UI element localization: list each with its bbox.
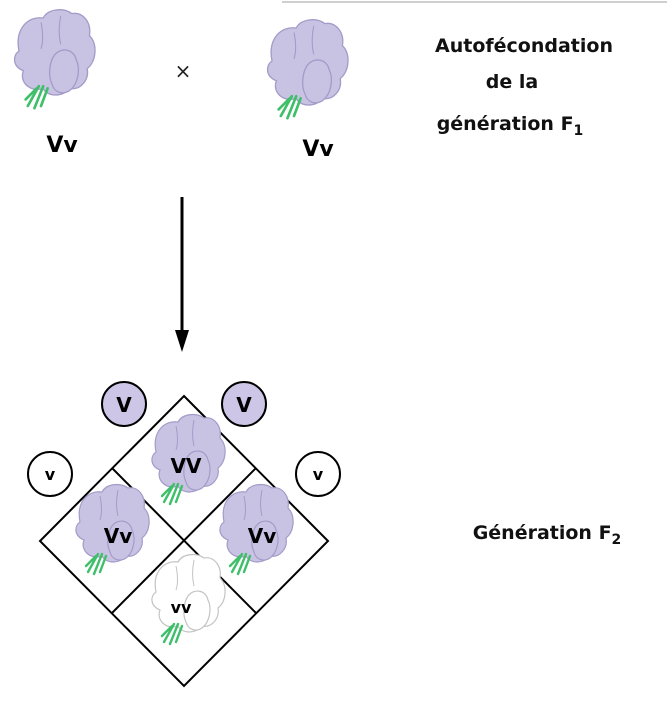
parent-genotype-right: Vv — [302, 137, 334, 162]
gamete-side-right: v — [295, 451, 341, 497]
svg-text:V: V — [236, 393, 252, 417]
cross-symbol: × — [175, 59, 192, 83]
cell-left-genotype: Vv — [104, 524, 133, 548]
title-line-1: Autofécondation — [435, 35, 613, 57]
svg-text:v: v — [313, 465, 324, 484]
f2-label: Génération F2 — [473, 522, 622, 548]
gamete-top-left: V — [101, 381, 147, 427]
arrow-head — [175, 330, 189, 352]
svg-text:V: V — [116, 393, 132, 417]
punnett-divider-2 — [111, 467, 257, 614]
cell-right-genotype: Vv — [248, 524, 277, 548]
title-line-2: de la — [486, 71, 538, 93]
gamete-side-left: v — [27, 451, 73, 497]
cell-bottom-genotype: vv — [171, 598, 192, 617]
parent-flower-left — [13, 8, 97, 110]
title-line-3: génération F1 — [437, 113, 584, 139]
cell-top-genotype: VV — [171, 454, 202, 478]
parent-flower-right — [266, 18, 350, 120]
gamete-top-right: V — [221, 381, 267, 427]
svg-text:v: v — [45, 465, 56, 484]
parent-genotype-left: Vv — [46, 133, 78, 158]
